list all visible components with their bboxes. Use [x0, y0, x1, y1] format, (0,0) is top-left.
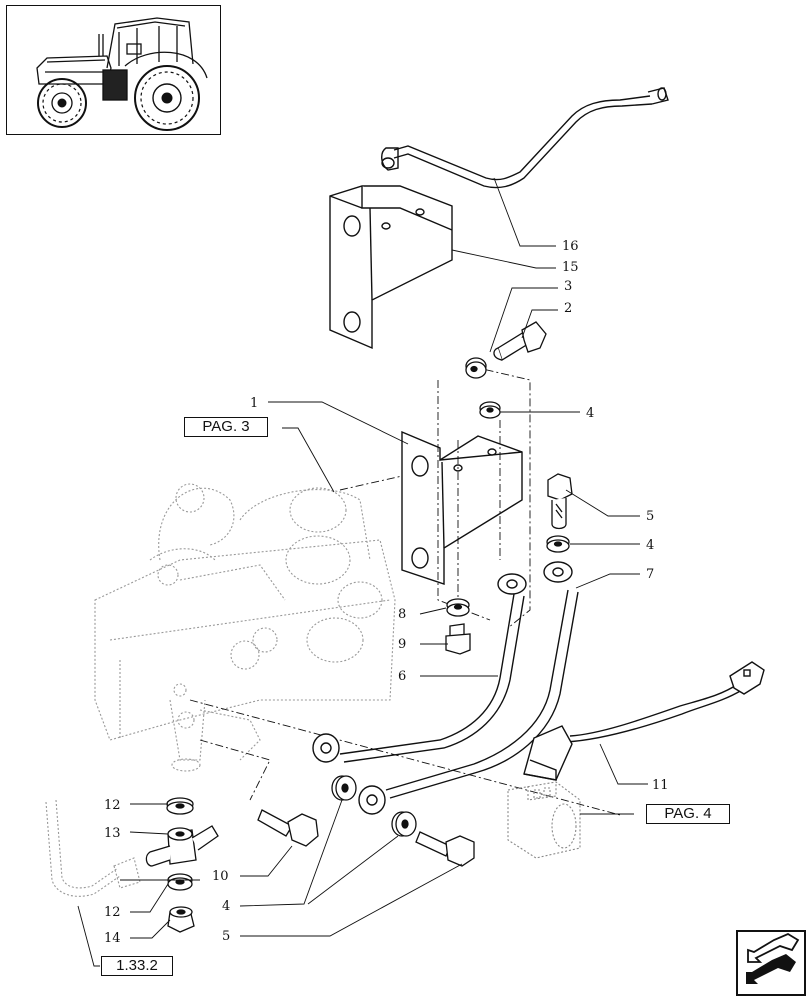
- ref-pag-4[interactable]: PAG. 4: [646, 804, 730, 824]
- callout-3: 3: [564, 279, 572, 294]
- callout-15: 15: [562, 260, 579, 275]
- washer-12-upper: [166, 797, 194, 815]
- bracket-1: [401, 430, 523, 585]
- callout-2: 2: [564, 301, 572, 316]
- tractor-thumbnail: [6, 5, 221, 135]
- washer-4-lower-right: [391, 811, 417, 837]
- pipe-16: [381, 87, 669, 189]
- wiring-harness-11: [523, 661, 765, 781]
- callout-11: 11: [652, 778, 669, 793]
- tractor-icon: [36, 17, 208, 131]
- pipe-reference-dotted: [45, 799, 141, 897]
- washer-12-lower: [167, 873, 193, 891]
- screw-2: [493, 321, 547, 361]
- callout-labels: 16 15 3 2 4 5 4 7 1 8 9 6 11 12 13 10 12…: [104, 239, 669, 946]
- callout-12-lower: 12: [104, 905, 121, 920]
- washer-8: [446, 598, 470, 617]
- callout-14: 14: [104, 931, 121, 946]
- nut-14: [167, 906, 195, 933]
- callout-8: 8: [398, 607, 406, 622]
- pipe-7: [358, 561, 579, 815]
- callout-13: 13: [104, 826, 121, 841]
- banjo-union-13: [145, 825, 219, 867]
- callout-5-right: 5: [646, 509, 654, 524]
- previous-page-button[interactable]: [736, 930, 806, 996]
- previous-page-arrow-icon: [746, 932, 800, 984]
- bolt-10: [257, 809, 319, 847]
- callout-12-upper: 12: [104, 798, 121, 813]
- plug-9: [445, 623, 471, 655]
- callout-7: 7: [646, 567, 654, 582]
- callout-5-lower: 5: [222, 929, 230, 944]
- leader-lines: [77, 177, 648, 967]
- callout-6: 6: [398, 669, 406, 684]
- washer-4-right: [546, 535, 570, 553]
- callout-4-right: 4: [646, 538, 654, 553]
- callout-4-lower: 4: [222, 899, 230, 914]
- pipe-6: [312, 573, 527, 763]
- callout-9: 9: [398, 637, 406, 652]
- control-valve-block: [94, 483, 396, 772]
- callout-16: 16: [562, 239, 579, 254]
- bolt-5-right: [547, 473, 573, 530]
- washer-4-lower-left: [331, 775, 357, 801]
- callout-1: 1: [250, 396, 258, 411]
- callout-4-upper: 4: [586, 406, 594, 421]
- assembly-axis-lines: [189, 365, 621, 816]
- washer-3: [465, 357, 487, 379]
- bolt-5-lower: [415, 831, 475, 867]
- solenoid-valve: [507, 781, 581, 859]
- washer-4-upper: [479, 401, 501, 419]
- callout-10: 10: [212, 869, 229, 884]
- bracket-15: [329, 185, 453, 350]
- ref-section-1-33-2[interactable]: 1.33.2: [101, 956, 173, 976]
- ref-pag-3[interactable]: PAG. 3: [184, 417, 268, 437]
